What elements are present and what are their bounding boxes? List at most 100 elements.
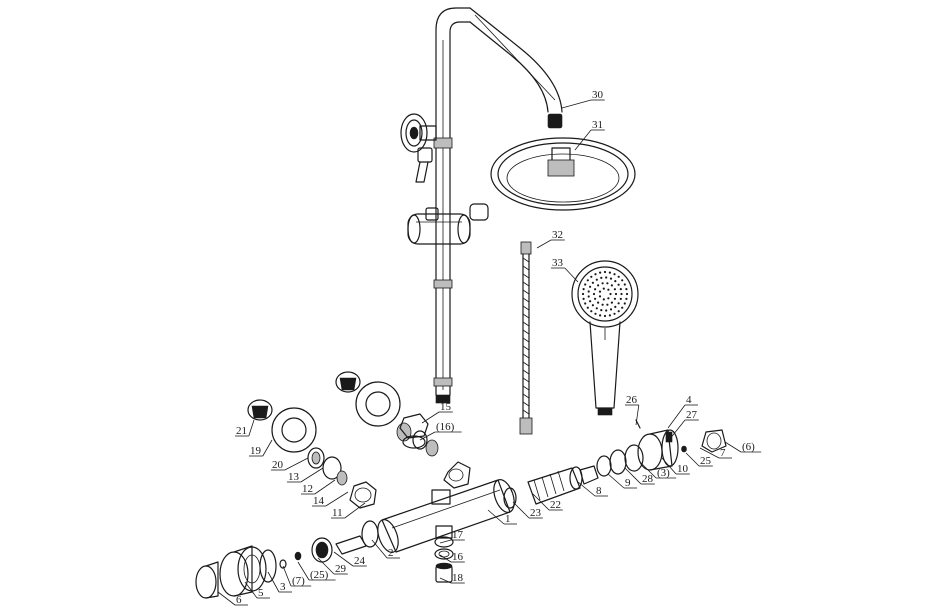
callout-leader (624, 467, 642, 485)
nozzle-dot (613, 297, 617, 300)
callout-label: 16 (452, 551, 464, 563)
nozzle-dot (610, 284, 614, 287)
nozzle-dot (617, 302, 620, 305)
callout-1: 1 (487, 509, 517, 525)
nozzle-dot (586, 279, 589, 282)
thermostatic-bar-body (377, 479, 515, 553)
nozzle-dot (613, 273, 616, 276)
callout-25: 25 (685, 452, 713, 467)
callout-label: 18 (452, 572, 464, 584)
right-control-handle (596, 419, 727, 477)
callout-leader (639, 461, 657, 479)
nozzle-dot (607, 288, 610, 291)
callout-label: 7 (720, 447, 726, 459)
callout-leader (561, 99, 592, 109)
callout-leader (325, 491, 349, 507)
callout-p6p: (6) (724, 441, 762, 453)
nozzle-dot (591, 281, 595, 284)
callout-17: 17 (439, 529, 465, 544)
shower-hose (519, 241, 533, 435)
callout-28: 28 (624, 467, 655, 485)
callout-21: 21 (235, 419, 255, 437)
callout-leader (699, 447, 720, 459)
callout-label: 22 (550, 499, 561, 511)
callout-15: 15 (421, 401, 453, 424)
callout-leader (344, 502, 366, 519)
callout-29: 29 (317, 557, 348, 575)
callout-20: 20 (271, 457, 309, 471)
callout-13: 13 (287, 467, 324, 483)
callout-label: 32 (552, 229, 563, 241)
callout-leader (300, 467, 324, 483)
left-control-handle (195, 520, 379, 599)
callout-27: 27 (668, 409, 699, 441)
nozzle-dot (614, 292, 618, 296)
callout-label: 2 (388, 547, 394, 559)
callout-leader (262, 439, 273, 457)
nozzle-dot (587, 295, 590, 298)
overhead-arm (469, 7, 563, 129)
callout-leader (267, 571, 280, 593)
nozzle-dot (594, 312, 597, 315)
nozzle-dot (609, 308, 613, 311)
callout-p7p: (7) (282, 565, 312, 587)
callout-label: 23 (530, 507, 542, 519)
callout-label: 17 (452, 529, 464, 541)
callout-label: 33 (552, 257, 564, 269)
nozzle-dot (597, 284, 600, 287)
callout-leader (419, 431, 436, 441)
callout-leader (333, 551, 354, 567)
nozzle-dot (625, 292, 629, 296)
callout-label: 29 (335, 563, 347, 575)
callout-label: 10 (677, 463, 689, 475)
nozzle-dot (592, 292, 596, 296)
callout-p25p: (25) (297, 561, 336, 581)
nozzle-dot (608, 314, 612, 317)
nozzle-dot (594, 297, 597, 300)
nozzle-dot (584, 283, 587, 286)
callout-leader (564, 267, 579, 283)
callout-24: 24 (333, 551, 367, 567)
callout-leader (668, 419, 686, 441)
nozzle-dot (599, 314, 602, 317)
callout-14: 14 (312, 491, 349, 507)
nozzle-dot (597, 301, 600, 304)
callout-label: (6) (742, 441, 755, 453)
callout-16: 16 (439, 551, 465, 563)
callout-23: 23 (512, 501, 543, 519)
callout-leader (371, 539, 388, 559)
callout-label: 19 (250, 445, 262, 457)
nozzle-dot (625, 297, 628, 300)
nozzle-dot (617, 275, 620, 278)
nozzle-dot (589, 300, 592, 303)
callout-leader (667, 404, 686, 429)
callout-label: 8 (596, 485, 602, 497)
callout-33: 33 (551, 257, 579, 283)
callout-label: 31 (592, 119, 603, 131)
callout-label: (16) (436, 421, 455, 433)
callout-label: (3) (657, 467, 670, 479)
riser-rail (433, 7, 471, 404)
nozzle-dot (600, 276, 603, 279)
callout-label: 26 (626, 394, 638, 406)
callout-leader (284, 457, 309, 471)
nozzle-dot (613, 288, 617, 291)
callout-label: 13 (288, 471, 300, 483)
callout-26: 26 (625, 394, 640, 426)
nozzle-dot (594, 273, 597, 276)
callout-label: 5 (258, 587, 264, 599)
callout-label: 9 (625, 477, 631, 489)
nozzle-dot (603, 270, 607, 274)
nozzle-dot (598, 295, 602, 298)
callout-label: 28 (642, 473, 654, 485)
callout-label: 3 (280, 581, 286, 593)
nozzle-dot (608, 271, 612, 274)
callout-12: 12 (301, 479, 336, 495)
callout-label: 27 (686, 409, 698, 421)
nozzle-dot (605, 276, 608, 279)
nozzle-dot (609, 292, 612, 296)
callout-label: (25) (310, 569, 329, 581)
callout-p16p: (16) (419, 421, 462, 441)
callout-label: 21 (236, 425, 247, 437)
callout-label: 12 (302, 483, 313, 495)
